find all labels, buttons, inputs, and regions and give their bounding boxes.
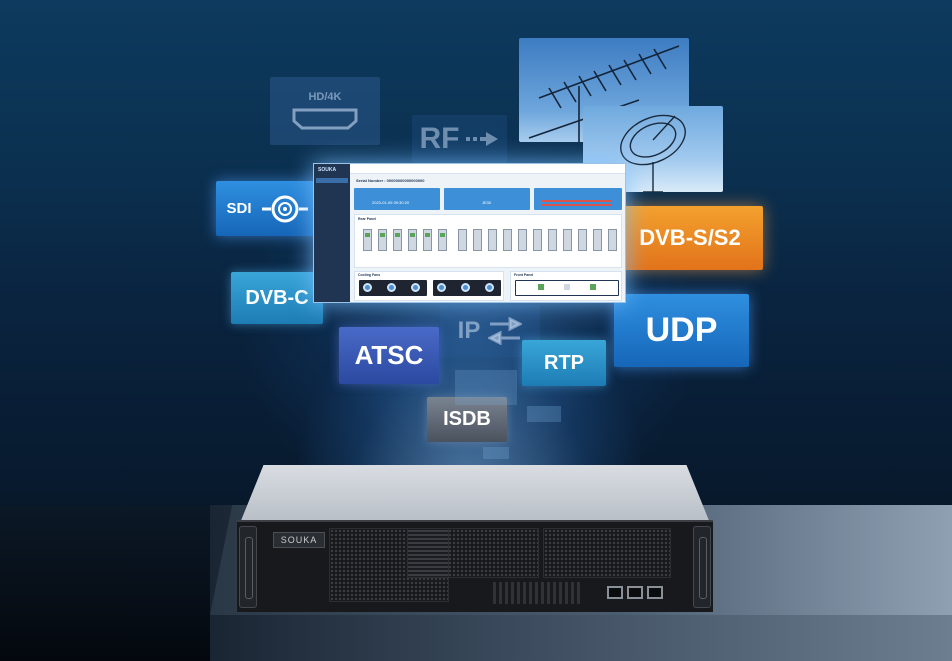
server-brand-plate: SOUKA (273, 532, 325, 548)
isdb-tile: ISDB (427, 397, 507, 442)
right-rack-handle (693, 526, 711, 608)
dashboard-serial: Serial Number : 00000000000000000 (356, 178, 425, 183)
atsc-label: ATSC (354, 340, 424, 370)
rtp-tile: RTP (522, 340, 606, 386)
bidirectional-arrow-icon (488, 317, 523, 345)
rtp-label: RTP (544, 351, 584, 374)
dvbs-tile: DVB-S/S2 (617, 206, 763, 270)
dashboard-usage-card (534, 188, 622, 210)
arrow-right-icon (465, 132, 498, 146)
dashboard-logo: SOUKA (318, 167, 337, 173)
rf-label: RF (419, 122, 460, 155)
vent-grille (407, 528, 539, 578)
hd4k-tile: HD/4K (270, 77, 380, 145)
ip-tile: IP (440, 305, 540, 357)
udp-tile: UDP (614, 294, 749, 367)
dashboard-topbar (350, 164, 625, 174)
ip-label: IP (457, 317, 481, 344)
sdi-label: SDI (226, 200, 252, 217)
hdmi-icon (292, 108, 358, 130)
io-port-strip (493, 582, 581, 604)
deco-square (527, 406, 561, 422)
vent-grille (543, 528, 671, 578)
front-panel-view: Front Panel (510, 271, 622, 301)
deco-square (455, 370, 517, 405)
rear-panel-view: Rear Panel (354, 214, 622, 268)
dashboard-temp-card: JE30 (444, 188, 530, 210)
ethernet-port (647, 586, 663, 599)
dashboard-sidebar: SOUKA (314, 164, 350, 302)
server-brand: SOUKA (280, 535, 318, 545)
temp-value: JE30 (482, 200, 492, 205)
left-rack-handle (239, 526, 257, 608)
server-chassis-top (240, 465, 710, 523)
isdb-label: ISDB (443, 408, 491, 430)
management-dashboard: SOUKA Serial Number : 00000000000000000 … (313, 163, 626, 303)
dvbs-label: DVB-S/S2 (639, 225, 741, 250)
atsc-tile: ATSC (339, 327, 439, 384)
sdi-tile: SDI (216, 181, 320, 236)
ethernet-port (607, 586, 623, 599)
server-front-panel: SOUKA (237, 520, 713, 612)
front-panel-title: Front Panel (514, 273, 534, 277)
dvbc-tile: DVB-C (231, 272, 323, 324)
rear-panel-title: Rear Panel (358, 217, 377, 221)
hd4k-label: HD/4K (308, 91, 342, 103)
bnc-connector-icon (261, 195, 308, 222)
udp-label: UDP (645, 311, 718, 349)
cooling-fans-title: Cooling Fans (358, 273, 381, 277)
deco-square (483, 447, 509, 459)
dvbc-label: DVB-C (245, 286, 309, 309)
cooling-fans-view: Cooling Fans (354, 271, 504, 301)
ethernet-port (627, 586, 643, 599)
time-value: 2023-01-05 09:30:20 (372, 200, 410, 205)
rf-tile: RF (412, 115, 507, 163)
dashboard-time-card: 2023-01-05 09:30:20 (354, 188, 440, 210)
